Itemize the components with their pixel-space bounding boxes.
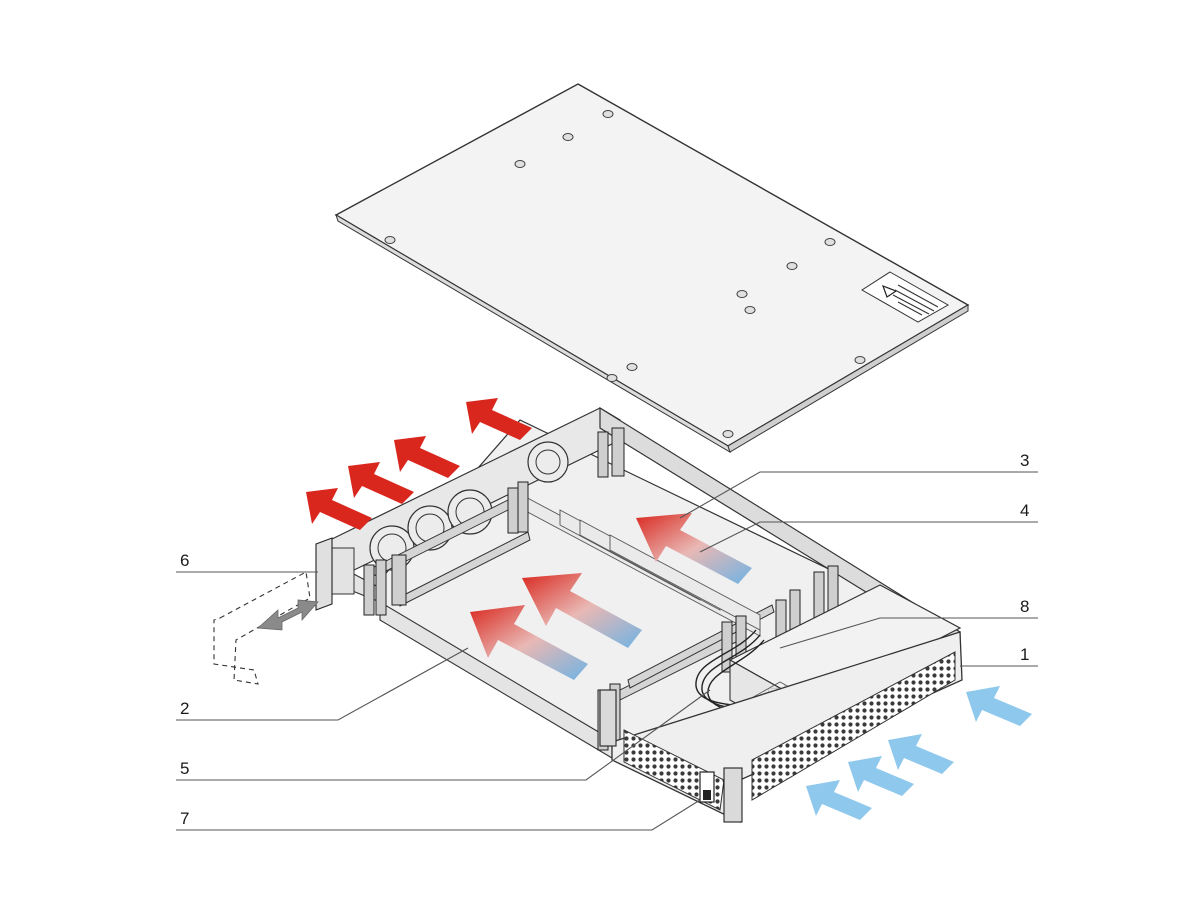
removable-module-outline xyxy=(213,571,319,685)
internal-flow-arrow xyxy=(522,573,642,648)
front-vent-right xyxy=(751,651,956,801)
red-arrow-icon xyxy=(466,398,532,440)
callout-4: 4 xyxy=(1020,501,1029,520)
callout-leaders xyxy=(176,471,1038,831)
front-vent-left xyxy=(623,729,725,811)
internal-airflow xyxy=(470,513,752,680)
rack-ear xyxy=(599,689,617,747)
callout-1: 1 xyxy=(1020,645,1029,664)
blue-arrow-icon xyxy=(806,780,872,820)
power-switch-icon xyxy=(699,771,715,803)
warning-label xyxy=(861,271,950,323)
rack-ear xyxy=(723,767,743,823)
rear-bracket xyxy=(315,537,333,611)
red-arrow-icon xyxy=(306,488,372,530)
intake-airflow xyxy=(806,686,1032,820)
red-arrow-icon xyxy=(394,436,460,478)
blue-arrow-icon xyxy=(848,756,914,796)
blue-arrow-icon xyxy=(888,734,954,774)
callout-6: 6 xyxy=(180,551,189,570)
cover-screw-holes xyxy=(384,110,866,438)
blue-arrow-icon xyxy=(966,686,1032,726)
red-arrow-icon xyxy=(348,462,414,504)
top-cover-plate xyxy=(334,83,970,454)
double-arrow-icon xyxy=(257,599,319,631)
callout-5: 5 xyxy=(180,759,189,778)
internal-flow-arrow xyxy=(470,605,588,680)
fan-modules xyxy=(329,441,569,595)
chassis xyxy=(315,406,963,824)
callout-2: 2 xyxy=(180,699,189,718)
front-panel xyxy=(599,631,963,824)
callout-3: 3 xyxy=(1020,451,1029,470)
exhaust-airflow xyxy=(306,398,532,530)
slot-dividers xyxy=(519,493,761,637)
fan-icon xyxy=(527,441,569,483)
callout-labels: 3 4 8 1 6 2 5 7 xyxy=(180,451,1029,828)
callout-7: 7 xyxy=(180,809,189,828)
internal-flow-arrow xyxy=(636,513,752,584)
warning-triangle-icon xyxy=(881,284,898,298)
callout-8: 8 xyxy=(1020,597,1029,616)
